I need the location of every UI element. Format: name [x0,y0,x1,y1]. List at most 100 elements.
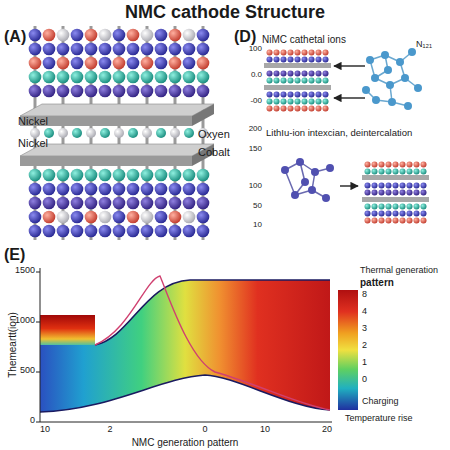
molecule-cluster [362,48,422,110]
element-label: Oxyen [198,128,230,140]
molecule-cluster [372,96,380,104]
crystal-atoms [28,196,210,210]
color-bar [338,290,358,410]
pointer-arrow [334,66,365,98]
colorbar-tick: 1 [362,358,367,368]
layer-stack [364,161,427,168]
curve-line [95,276,330,410]
layer-stack [266,49,329,56]
plot-axis [36,268,332,422]
axis-tick: 2 [107,425,112,435]
layer-stack [364,203,427,210]
molecule-cluster [285,170,295,195]
layer-stack [264,63,331,68]
colorbar-note: Charging [362,397,399,407]
molecule-cluster [362,48,422,110]
crystal-atoms [28,56,210,70]
crystal-atoms [28,28,210,42]
panel-letter: (A) [4,28,26,46]
pointer-arrow [340,185,358,186]
crystal-atoms [28,210,210,224]
crystal-atoms [28,28,210,238]
crystal-slab [20,104,214,166]
molecule-cluster [371,74,379,82]
axis-tick: 0 [30,416,35,426]
molecule-cluster [301,178,309,186]
heat-region [40,280,330,412]
crystal-slab [20,144,214,156]
axis-tick: 100 [249,182,262,191]
crystal-slab [192,104,214,126]
axis-tick: 10 [260,425,270,435]
molecule-cluster [281,166,289,174]
molecule-cluster [404,102,412,110]
axis-tick: 200 [249,125,262,134]
axis-tick: 50 [253,202,262,211]
layer-stack [266,91,329,98]
layer-stack [364,189,427,196]
axis-tick: 1500 [15,266,35,276]
molecule-cluster [408,48,416,56]
axis-tick: 20 [322,425,332,435]
molecule-cluster [308,186,316,194]
molecule-cluster [362,86,370,94]
plot-axis [36,322,40,323]
crystal-atoms [28,70,210,84]
molecule-cluster [384,66,392,74]
molecule-label: N₁₂₁ [416,40,432,50]
colorbar-tick: 3 [362,324,367,334]
molecule-cluster [381,51,389,59]
plot-axis [36,272,40,273]
molecule-cluster [396,58,404,66]
axis-tick: 10 [40,425,50,435]
layer-stack [266,56,329,63]
panel-caption: LithIu-ion intexcian, deintercalation [266,128,412,138]
plot-axis [40,268,41,422]
crystal-slab [20,156,192,166]
colorbar-title: Thermal generation [360,266,438,276]
pointer-arrow [334,65,365,66]
plot-axis [36,422,40,423]
molecule-cluster [296,158,304,166]
molecule-cluster [401,74,409,82]
panel-letter: (D) [234,28,256,46]
layer-stack [364,217,427,224]
colorbar-title: pattern [360,277,394,288]
pointer-arrow [340,185,358,186]
axis-tick: 1000 [15,316,35,326]
layer-stack [364,168,427,175]
layer-stack [362,197,429,202]
axis-tick: 10 [253,221,262,230]
layer-stack [266,77,329,84]
element-label: Nickel [18,137,48,149]
heat-region [40,375,330,412]
crystal-slab [20,104,214,116]
layer-stack [362,161,429,224]
molecule-cluster [322,194,330,202]
molecule-cluster [366,52,418,106]
molecule-cluster [285,162,330,198]
axis-tick: 0 [202,425,207,435]
layer-stack [364,210,427,217]
molecule-cluster [311,168,319,176]
axis-tick: 100 [249,45,262,54]
layer-stack [266,98,329,105]
colorbar-tick: 4 [362,307,367,317]
panel-caption: NiMC cathetal ions [262,34,346,45]
colorbar-note: Temperature rise [345,414,413,424]
colorbar-tick: 2 [362,341,367,351]
layer-stack [264,85,331,90]
heat-region [40,280,330,412]
molecule-cluster [388,98,396,106]
molecule-cluster [366,56,374,64]
molecule-cluster [281,158,334,202]
axis-tick: 150 [249,145,262,154]
axis-tick: -00 [250,97,262,106]
figure-title: NMC cathode Structure [125,3,325,23]
crystal-atoms [28,42,210,56]
plot-axis [36,372,40,373]
axis-tick: 500 [20,366,35,376]
